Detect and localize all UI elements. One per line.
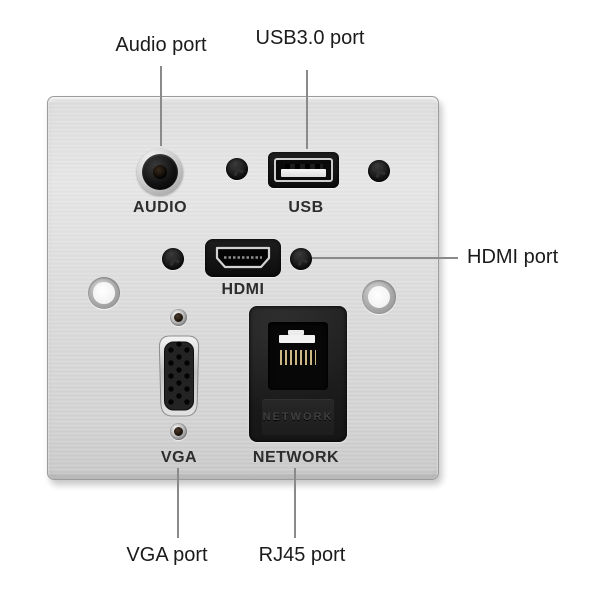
mounting-hole: [362, 280, 396, 314]
callout-label-usb: USB3.0 port: [255, 27, 365, 49]
panel-label-audio: AUDIO: [132, 199, 188, 216]
callout-label-vga: VGA port: [126, 544, 208, 566]
screw-icon: [286, 244, 316, 274]
callout-line-usb: [306, 70, 308, 149]
callout-line-hdmi: [312, 257, 458, 259]
rj45-embossed-text: NETWORK: [262, 411, 334, 423]
hdmi-connector-shape: [215, 246, 271, 269]
audio-jack: [137, 149, 183, 195]
callout-line-audio: [160, 66, 162, 146]
panel-label-vga: VGA: [160, 449, 198, 466]
callout-label-hdmi: HDMI port: [467, 246, 559, 268]
usb-contacts: [285, 164, 323, 169]
panel-label-hdmi: HDMI: [221, 281, 265, 298]
usb-port: [268, 152, 339, 188]
usb-tongue: [281, 169, 326, 177]
mounting-hole: [88, 277, 120, 309]
vga-connector-shape: [158, 335, 200, 417]
rj45-clip: [288, 330, 304, 335]
hdmi-port: [205, 239, 281, 277]
callout-label-rj45: RJ45 port: [258, 544, 346, 566]
callout-line-vga: [177, 468, 179, 538]
wall-plate: AUDIO USB HDMI: [47, 96, 439, 480]
screw-icon: [222, 154, 252, 184]
screw-icon: [170, 309, 187, 326]
rj45-port: NETWORK: [249, 306, 347, 442]
usb-inner-shield: [274, 158, 333, 182]
screw-icon: [158, 244, 188, 274]
vga-port: [155, 333, 203, 424]
rj45-clip: [279, 335, 315, 343]
rj45-pins: [280, 350, 316, 365]
screw-icon: [170, 423, 187, 440]
screw-icon: [364, 156, 394, 186]
panel-label-usb: USB: [288, 199, 324, 216]
callout-line-rj45: [294, 468, 296, 538]
callout-label-audio: Audio port: [115, 34, 207, 56]
panel-label-network: NETWORK: [252, 449, 340, 466]
rj45-opening: [268, 322, 328, 390]
rj45-lower-panel: NETWORK: [262, 399, 334, 435]
